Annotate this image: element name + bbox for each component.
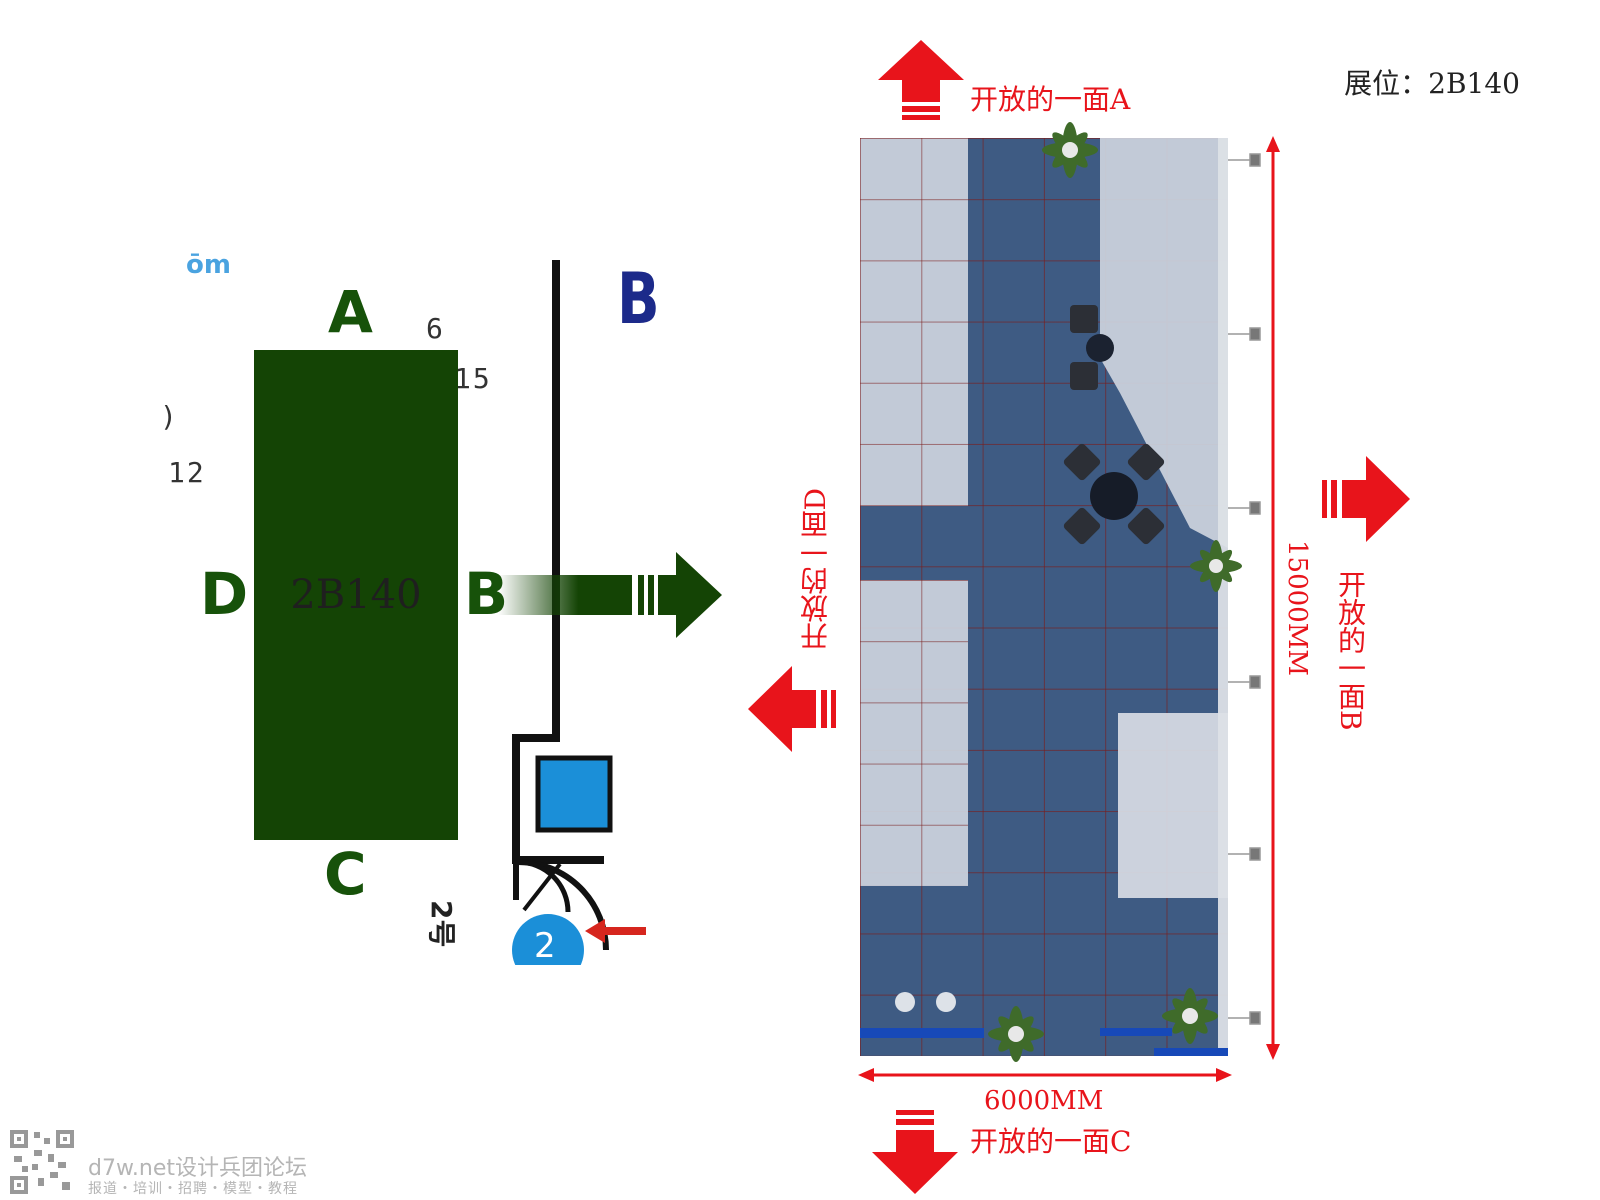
- spotlight-icon: [1249, 501, 1261, 515]
- map-fragment-text: ōm: [186, 250, 231, 280]
- neighbor-number-6: 6: [426, 312, 445, 345]
- plant-icon: [1042, 122, 1098, 178]
- stool-icon: [936, 992, 956, 1012]
- neighbor-number-12: 12: [168, 456, 206, 489]
- neighbor-number-15: 15: [454, 362, 492, 395]
- spotlight-icon: [1249, 1011, 1261, 1025]
- width-label: 6000MM: [984, 1086, 1104, 1116]
- booth-block: [254, 350, 458, 840]
- right-arrow-icon: [498, 552, 722, 638]
- left-arrow-icon: [748, 666, 836, 752]
- open-side-c-label: 开放的一面C: [970, 1125, 1132, 1158]
- chair-icon: [1063, 507, 1101, 545]
- blue-strip: [860, 1028, 984, 1038]
- spotlight-icon: [1249, 327, 1261, 341]
- up-arrow-icon: [878, 40, 964, 120]
- plant-icon: [988, 1006, 1044, 1062]
- spotlight-rail: [1228, 153, 1261, 1025]
- blue-strip: [1154, 1048, 1228, 1056]
- spotlight-icon: [1249, 847, 1261, 861]
- table-icon: [1086, 334, 1114, 362]
- plant-icon: [1162, 988, 1218, 1044]
- watermark-site: d7w.net设计兵团论坛: [88, 1156, 308, 1181]
- spotlight-icon: [1249, 675, 1261, 689]
- width-dimension-line: [858, 1068, 1232, 1082]
- stool-icon: [895, 992, 915, 1012]
- counter-area: [1100, 138, 1228, 1056]
- chair-icon: [1070, 362, 1098, 390]
- furniture-group: [1063, 305, 1165, 545]
- wall-panel: [860, 138, 968, 506]
- length-label: 15000MM: [1282, 540, 1312, 676]
- table-icon: [1090, 472, 1138, 520]
- open-side-b-label: 开放的一面B: [1334, 570, 1367, 731]
- booth-code-label: 2B140: [290, 572, 422, 618]
- right-arrow-icon: [1322, 456, 1410, 542]
- chair-icon: [1127, 507, 1165, 545]
- chair-icon: [1127, 443, 1165, 481]
- side-label-a: A: [328, 278, 373, 346]
- down-arrow-icon: [872, 1110, 958, 1194]
- open-side-d-label: 开放的一面D: [799, 488, 832, 651]
- booth-number-label: 展位：2B140: [1344, 67, 1520, 100]
- chair-icon: [1063, 443, 1101, 481]
- entrance-number: 2: [534, 926, 556, 966]
- watermark-tagline: 报道・培训・招聘・模型・教程: [88, 1181, 298, 1197]
- side-label-c: C: [324, 840, 367, 908]
- wall-panel: [860, 580, 968, 886]
- entrance-label: 2号: [425, 900, 458, 948]
- open-side-a-label: 开放的一面A: [970, 83, 1131, 116]
- map-fragment-paren: ): [160, 400, 179, 433]
- plant-icon: [1190, 540, 1242, 592]
- side-label-d: D: [200, 560, 249, 628]
- qr-code-icon: [8, 1128, 76, 1196]
- hall-letter: B: [617, 258, 660, 340]
- entrance-marker: [512, 914, 646, 965]
- spotlight-icon: [1249, 153, 1261, 167]
- service-room: [535, 755, 613, 833]
- chair-icon: [1070, 305, 1098, 333]
- length-dimension-line: [1266, 136, 1280, 1060]
